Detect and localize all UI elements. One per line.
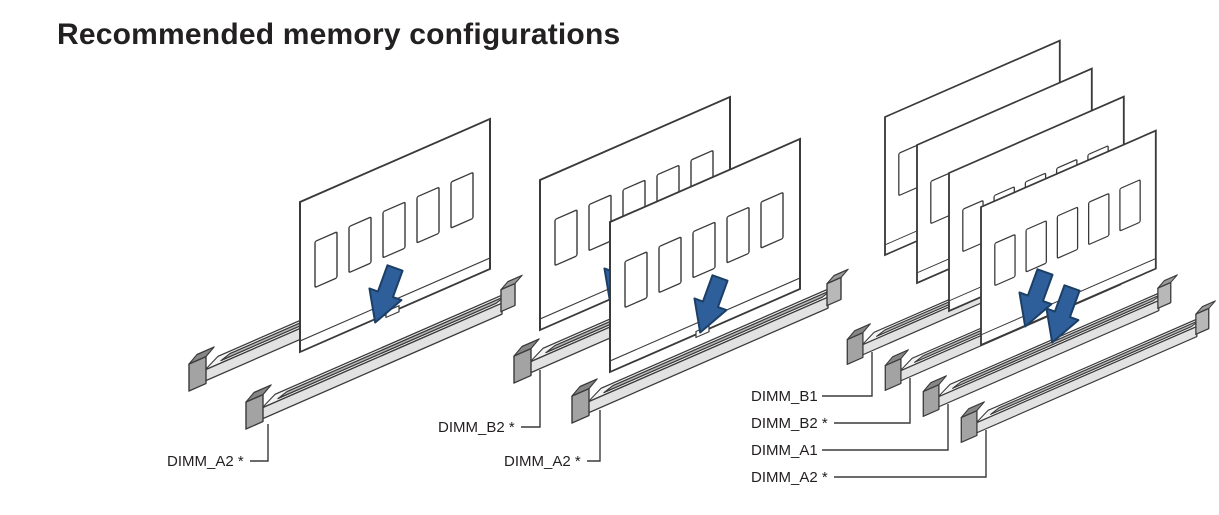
diagram-four-dimm: DIMM_B1 DIMM_B2 * DIMM_A1 DIMM_A2 * bbox=[751, 39, 1216, 486]
page-title: Recommended memory configurations bbox=[57, 18, 621, 51]
dimm-a2-label: DIMM_A2 * bbox=[751, 469, 828, 486]
leader-line-dimm-a2 bbox=[834, 430, 987, 478]
leader-line-dimm-b2 bbox=[521, 370, 541, 428]
leader-line-dimm-b1 bbox=[822, 352, 873, 397]
leader-line-dimm-a2 bbox=[587, 410, 601, 462]
diagram-two-dimm: DIMM_B2 * DIMM_A2 * bbox=[438, 95, 849, 470]
leader-line-dimm-a1 bbox=[822, 404, 949, 451]
dimm-b2-label: DIMM_B2 * bbox=[438, 419, 515, 436]
dimm-b1-label: DIMM_B1 bbox=[751, 388, 818, 405]
dimm-b2-label: DIMM_B2 * bbox=[751, 415, 828, 432]
leader-line-dimm-a2 bbox=[250, 424, 269, 462]
dimm-a2-label: DIMM_A2 * bbox=[167, 453, 244, 470]
dimm-a1-label: DIMM_A1 bbox=[751, 442, 818, 459]
dimm-a2-label: DIMM_A2 * bbox=[504, 453, 581, 470]
leader-line-dimm-b2 bbox=[834, 378, 911, 424]
diagram-one-dimm: DIMM_A2 * bbox=[167, 117, 523, 470]
